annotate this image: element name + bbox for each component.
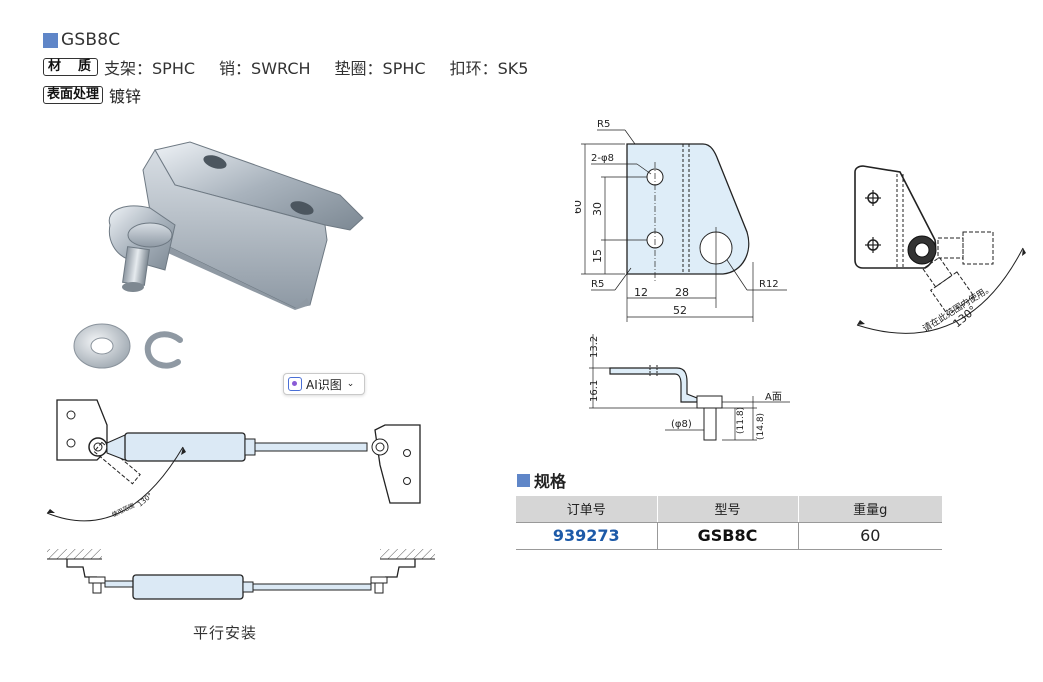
dim-30: 30 <box>591 202 604 216</box>
dim-16-1: 16.1 <box>589 380 600 402</box>
product-title-row: GSB8C <box>43 30 120 50</box>
dim-15: 15 <box>591 249 604 263</box>
spec-header-row: 订单号 型号 重量g <box>516 496 942 523</box>
material-bracket: 支架：SPHC <box>104 59 196 78</box>
washer-and-ring-photo <box>73 323 183 369</box>
dim-11-8: (11.8) <box>736 407 746 434</box>
product-photo <box>108 141 364 310</box>
r5-bottom-label: R5 <box>591 279 604 290</box>
usage-range-drawing: 请在此范围内使用。 130° <box>854 165 1026 335</box>
material-washer: 垫圈：SPHC <box>334 59 426 78</box>
bracket-top-view-drawing: 60 30 15 R5 2-φ8 R5 R12 12 28 52 <box>575 119 787 322</box>
material-tag: 材 质 <box>43 58 99 76</box>
material-pin: 销：SWRCH <box>219 59 311 78</box>
weight-cell: 60 <box>798 522 942 550</box>
parallel-install-illustration <box>47 549 435 600</box>
spec-marker-icon <box>517 473 530 487</box>
model-cell: GSB8C <box>657 522 799 550</box>
face-a-label: A面 <box>765 392 782 403</box>
product-title: GSB8C <box>61 30 121 50</box>
gas-spring-usage-illustration: 使用范围 130° <box>46 399 421 522</box>
ai-image-search-button[interactable]: AI识图 ⌄ <box>283 373 365 395</box>
table-row: 939273 GSB8C 60 <box>516 522 942 550</box>
surface-tag: 表面处理 <box>43 86 104 104</box>
chevron-down-icon: ⌄ <box>346 379 355 389</box>
header-order-no: 订单号 <box>516 496 658 523</box>
dim-28: 28 <box>675 286 689 299</box>
surface-row: 表面处理 镀锌 <box>43 84 141 106</box>
spec-table: 订单号 型号 重量g 939273 GSB8C 60 <box>516 496 942 550</box>
spec-title: 规格 <box>534 472 567 491</box>
header-weight: 重量g <box>798 496 942 523</box>
dim-12: 12 <box>634 286 648 299</box>
image-search-icon <box>288 377 302 391</box>
dim-13-2: 13.2 <box>589 336 600 358</box>
order-number-link[interactable]: 939273 <box>516 522 658 550</box>
material-ring: 扣环：SK5 <box>449 59 529 78</box>
spec-section-title: 规格 <box>517 468 566 492</box>
r5-top-label: R5 <box>597 119 610 130</box>
dim-60: 60 <box>575 200 584 214</box>
material-row: 材 质 支架：SPHC 销：SWRCH 垫圈：SPHC 扣环：SK5 <box>43 56 552 78</box>
bracket-side-view-drawing: 13.2 16.1 (φ8) (11.8) (14.8) A面 <box>589 334 790 441</box>
pin-diameter-label: (φ8) <box>671 419 692 430</box>
holes-label: 2-φ8 <box>591 153 614 164</box>
usage-angle-label: 130° <box>136 492 154 509</box>
title-marker-icon <box>43 32 58 48</box>
r12-label: R12 <box>759 279 779 290</box>
header-model: 型号 <box>657 496 799 523</box>
dim-52: 52 <box>673 304 687 317</box>
dim-14-8: (14.8) <box>756 413 766 440</box>
surface-value: 镀锌 <box>109 87 142 106</box>
usage-range-label: 使用范围 <box>110 501 135 518</box>
ai-button-label: AI识图 <box>306 377 342 392</box>
parallel-install-caption: 平行安装 <box>193 624 258 642</box>
